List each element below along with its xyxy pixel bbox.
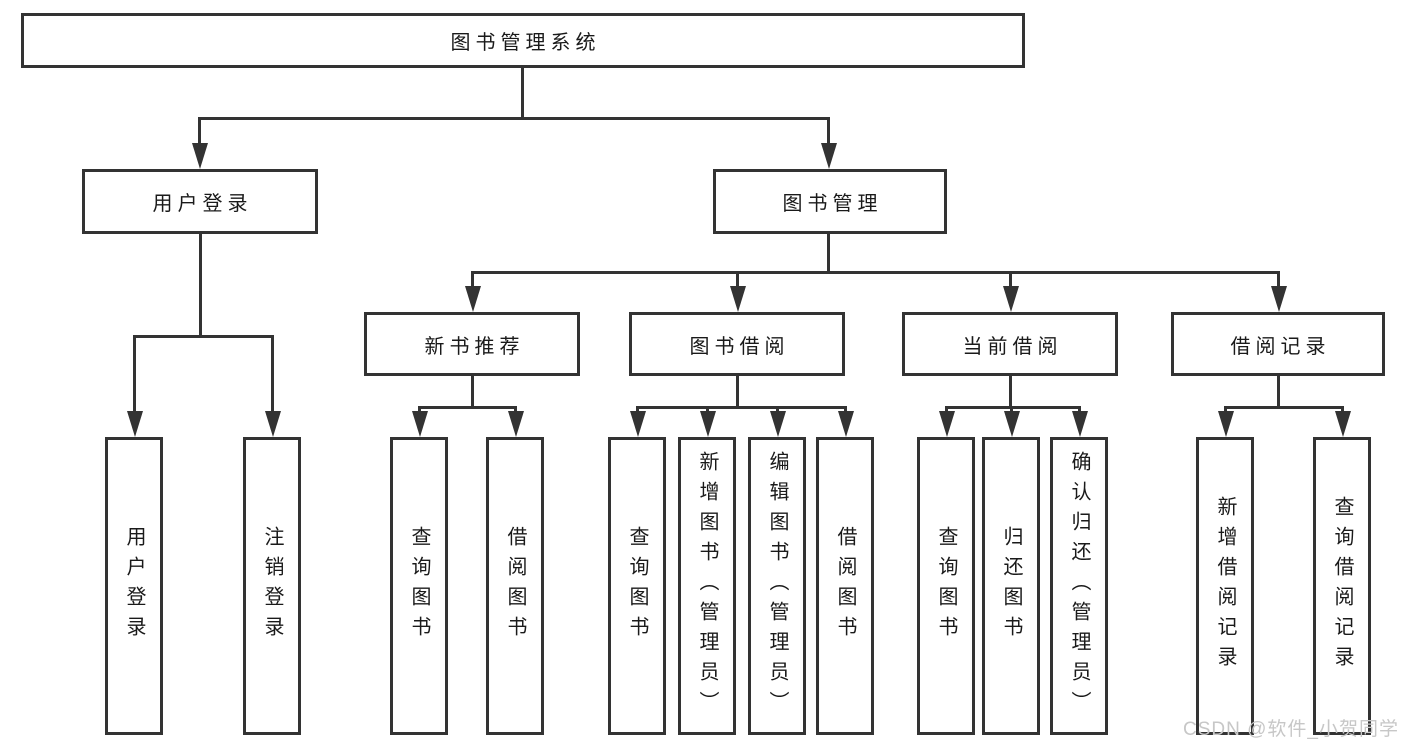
leaf-label: 查询图书 <box>935 526 957 646</box>
connector-line <box>521 68 524 120</box>
arrowhead-icon <box>1271 286 1287 312</box>
leaf-query-borrow-record: 查询借阅记录 <box>1313 437 1371 735</box>
leaf-add-books-admin: 新增图书（管理员） <box>678 437 736 735</box>
arrowhead-icon <box>1072 411 1088 437</box>
connector-line <box>1341 406 1344 414</box>
leaf-edit-books-admin: 编辑图书（管理员） <box>748 437 806 735</box>
arrowhead-icon <box>821 143 837 169</box>
connector-line <box>1224 406 1227 414</box>
node-current-borrow: 当前借阅 <box>902 312 1118 376</box>
leaf-label: 查询图书 <box>408 526 430 646</box>
arrowhead-icon <box>1335 411 1351 437</box>
connector-line <box>827 234 830 274</box>
csdn-watermark: CSDN @软件_小贺同学 <box>1183 719 1399 740</box>
arrowhead-icon <box>412 411 428 437</box>
arrowhead-icon <box>770 411 786 437</box>
connector-line <box>945 406 948 414</box>
connector-line <box>1010 406 1013 414</box>
connector-line <box>198 117 201 147</box>
connector-line <box>736 271 739 288</box>
connector-line <box>945 406 1081 409</box>
connector-line <box>471 271 1279 274</box>
connector-line <box>418 406 517 409</box>
connector-line <box>133 335 273 338</box>
leaf-label: 查询借阅记录 <box>1331 496 1353 676</box>
node-book-management: 图书管理 <box>713 169 947 234</box>
arrowhead-icon <box>465 286 481 312</box>
node-user-login: 用户登录 <box>82 169 318 234</box>
leaf-label: 新增借阅记录 <box>1214 496 1236 676</box>
leaf-query-books-borrow: 查询图书 <box>608 437 666 735</box>
connector-line <box>471 376 474 409</box>
leaf-label: 注销登录 <box>261 526 283 646</box>
connector-line <box>1224 406 1344 409</box>
connector-line <box>1009 271 1012 288</box>
leaf-query-books-recommend: 查询图书 <box>390 437 448 735</box>
arrowhead-icon <box>939 411 955 437</box>
leaf-query-books-current: 查询图书 <box>917 437 975 735</box>
arrowhead-icon <box>127 411 143 437</box>
leaf-label: 归还图书 <box>1000 526 1022 646</box>
connector-line <box>133 335 136 413</box>
connector-line <box>199 233 202 338</box>
connector-line <box>736 376 739 409</box>
connector-line <box>471 271 474 288</box>
arrowhead-icon <box>508 411 524 437</box>
leaf-logout: 注销登录 <box>243 437 301 735</box>
connector-line <box>514 406 517 414</box>
leaf-confirm-return-admin: 确认归还（管理员） <box>1050 437 1108 735</box>
arrowhead-icon <box>1218 411 1234 437</box>
leaf-label: 借阅图书 <box>834 526 856 646</box>
connector-line <box>1277 271 1280 288</box>
connector-line <box>844 406 847 414</box>
connector-line <box>1277 376 1280 409</box>
arrowhead-icon <box>1004 411 1020 437</box>
leaf-return-books: 归还图书 <box>982 437 1040 735</box>
arrowhead-icon <box>700 411 716 437</box>
arrowhead-icon <box>630 411 646 437</box>
arrowhead-icon <box>192 143 208 169</box>
connector-line <box>827 117 830 147</box>
leaf-borrow-books-recommend: 借阅图书 <box>486 437 544 735</box>
leaf-label: 查询图书 <box>626 526 648 646</box>
arrowhead-icon <box>265 411 281 437</box>
arrowhead-icon <box>730 286 746 312</box>
connector-line <box>198 117 830 120</box>
connector-line <box>706 406 709 414</box>
arrowhead-icon <box>1003 286 1019 312</box>
leaf-user-login: 用户登录 <box>105 437 163 735</box>
connector-line <box>418 406 421 414</box>
connector-line <box>636 406 847 409</box>
leaf-label: 确认归还（管理员） <box>1068 451 1090 721</box>
arrowhead-icon <box>838 411 854 437</box>
leaf-label: 编辑图书（管理员） <box>766 451 788 721</box>
connector-line <box>776 406 779 414</box>
connector-line <box>1078 406 1081 414</box>
leaf-add-borrow-record: 新增借阅记录 <box>1196 437 1254 735</box>
node-new-book-recommend: 新书推荐 <box>364 312 580 376</box>
connector-line <box>1009 376 1012 409</box>
node-book-borrow: 图书借阅 <box>629 312 845 376</box>
connector-line <box>636 406 639 414</box>
node-root-system: 图书管理系统 <box>21 13 1025 68</box>
node-borrow-records: 借阅记录 <box>1171 312 1385 376</box>
connector-line <box>271 335 274 413</box>
leaf-borrow-books: 借阅图书 <box>816 437 874 735</box>
leaf-label: 借阅图书 <box>504 526 526 646</box>
leaf-label: 用户登录 <box>123 526 145 646</box>
leaf-label: 新增图书（管理员） <box>696 451 718 721</box>
